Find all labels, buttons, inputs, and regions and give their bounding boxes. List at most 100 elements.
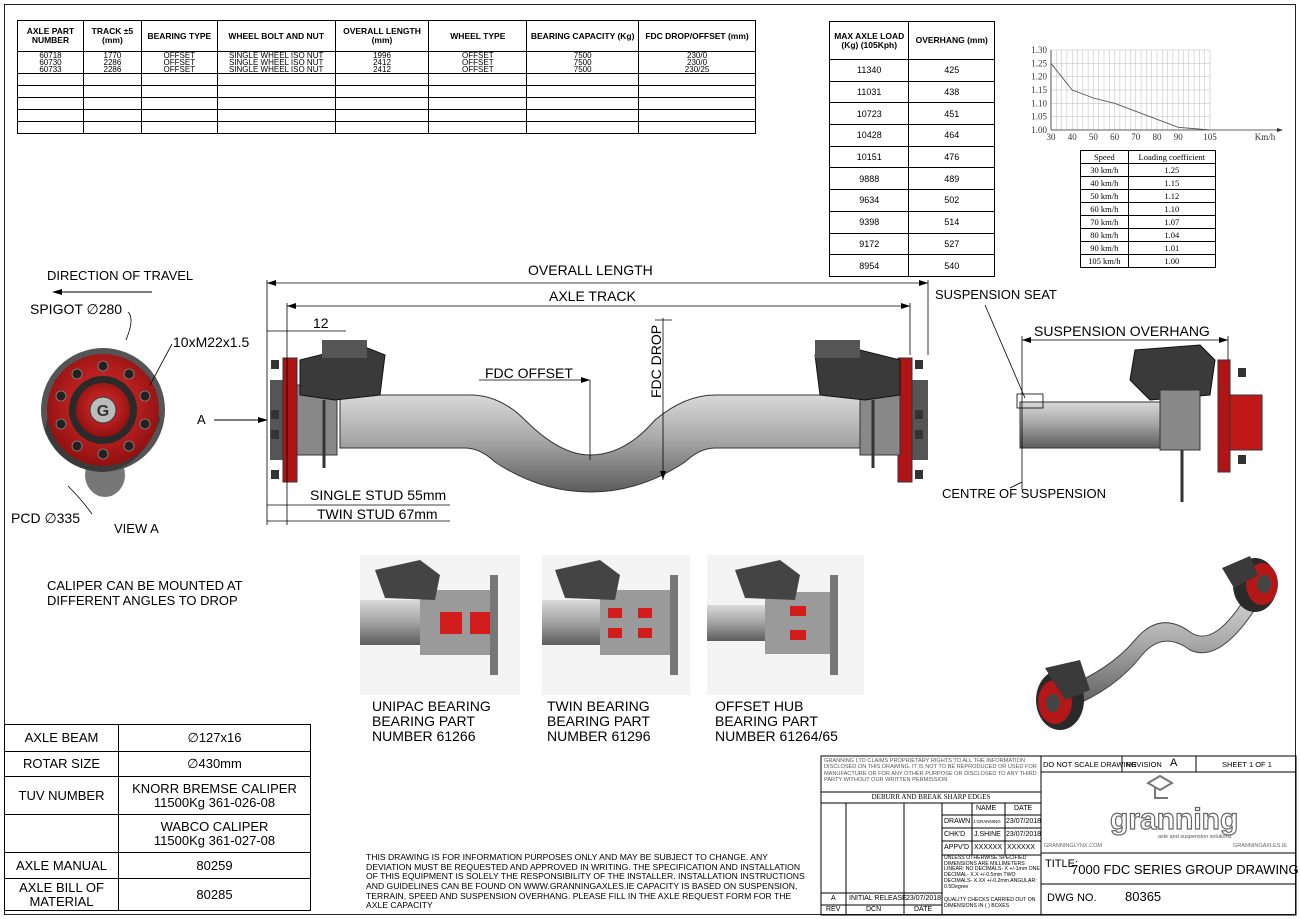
caption-line: BEARING PART xyxy=(547,713,650,729)
chart-y-tick-label: 1.20 xyxy=(1031,72,1047,82)
col-track: TRACK ±5 (mm) xyxy=(82,20,142,52)
drawn-name: J.GRANNING xyxy=(973,819,1001,824)
twin-stud-label: TWIN STUD 67mm xyxy=(317,506,438,522)
direction-of-travel-label: DIRECTION OF TRAVEL xyxy=(47,268,194,283)
spec-value: 80259 xyxy=(118,852,311,879)
col-wheel-type: WHEEL TYPE xyxy=(428,20,528,52)
table-cell: 60718 xyxy=(17,51,84,59)
table-cell: 60733 xyxy=(17,66,84,74)
spigot-label: SPIGOT ∅280 xyxy=(30,301,123,317)
table-cell: 2412 xyxy=(334,66,430,74)
drawing-title: 7000 FDC SERIES GROUP DRAWING xyxy=(1071,862,1299,877)
col-overhang: OVERHANG (mm) xyxy=(908,21,995,60)
url-left: GRANNINGLYNX.COM xyxy=(1044,843,1102,849)
col-max-axle-load: MAX AXLE LOAD (Kg) (105Kph) xyxy=(828,21,910,60)
dcn-col-label: DCN xyxy=(866,906,882,913)
table-cell: 489 xyxy=(908,167,995,191)
rev-date: 23/07/2018 xyxy=(906,895,942,902)
col-name-label: NAME xyxy=(976,805,997,812)
studs-label: 10xM22x1.5 xyxy=(173,334,250,350)
chart-x-axis-arrow xyxy=(1277,128,1283,132)
caption-line: BEARING PART xyxy=(372,713,475,729)
url-right: GRANNINGAXLES.IE xyxy=(1233,843,1288,849)
single-stud-label: SINGLE STUD 55mm xyxy=(310,487,447,503)
table-cell: 9398 xyxy=(828,210,910,234)
col-bearing-capacity: BEARING CAPACITY (Kg) xyxy=(526,20,640,52)
table-cell: 1996 xyxy=(334,51,430,59)
view-a-arrow xyxy=(214,417,268,423)
table-cell: 9888 xyxy=(828,167,910,191)
quality-note: QUALITY CHECKS CARRIED OUT ON DIMENSIONS… xyxy=(944,897,1036,909)
caption-line: NUMBER 61264/65 xyxy=(715,728,838,744)
table-row: WABCO CALIPER 11500Kg 361-027-08 xyxy=(4,814,311,853)
rev-col-label: REV xyxy=(826,906,841,913)
sheet-label: SHEET 1 OF 1 xyxy=(1222,760,1272,769)
caption-line: OFFSET HUB xyxy=(715,698,804,714)
view-a-hub: G xyxy=(41,348,165,497)
drawn-label: DRAWN xyxy=(944,818,971,825)
dimension-lines xyxy=(266,280,929,525)
chart-y-tick-label: 1.00 xyxy=(1031,125,1047,135)
spec-label: AXLE BEAM xyxy=(4,724,119,752)
table-row-empty xyxy=(17,97,756,110)
caliper-note-line2: DIFFERENT ANGLES TO DROP xyxy=(47,593,238,608)
chart-x-tick-label: 60 xyxy=(1110,132,1120,142)
parts-table-header: AXLE PART NUMBER TRACK ±5 (mm) BEARING T… xyxy=(17,20,756,52)
table-cell: OFFSET xyxy=(140,66,218,74)
chkd-label: CHK'D xyxy=(944,831,966,838)
drawing-border xyxy=(4,4,1296,915)
spec-value: 80285 xyxy=(118,878,311,911)
dimension-arrows xyxy=(267,280,928,480)
table-cell: 230/0 xyxy=(638,51,756,59)
chart-y-tick-label: 1.05 xyxy=(1031,112,1047,122)
dim-12-label: 12 xyxy=(313,315,329,331)
caption-line: TWIN BEARING xyxy=(547,698,650,714)
date-col-label: DATE xyxy=(914,906,933,913)
axle-track-label: AXLE TRACK xyxy=(549,288,636,304)
overall-length-label: OVERALL LENGTH xyxy=(528,262,653,278)
appvd-date: XXXXXX xyxy=(1007,844,1036,851)
granning-logo-icon xyxy=(1146,774,1174,799)
table-cell: 2286 xyxy=(82,59,142,67)
chart-y-tick-label: 1.10 xyxy=(1031,98,1047,108)
table-row: ROTAR SIZE∅430mm xyxy=(4,751,311,777)
col-date-label: DATE xyxy=(1014,805,1033,812)
hub-leader-lines xyxy=(67,311,173,515)
brand-tagline: axle and suspension solutions xyxy=(1158,834,1232,840)
chkd-date: 23/07/2018 xyxy=(1006,831,1042,838)
isometric-axle-render xyxy=(1036,556,1278,730)
table-cell: 2286 xyxy=(82,66,142,74)
table-cell: OFFSET xyxy=(140,51,218,59)
col-fdc-drop-offset: FDC DROP/OFFSET (mm) xyxy=(638,20,756,52)
table-row-empty xyxy=(17,85,756,98)
col-axle-part-number: AXLE PART NUMBER xyxy=(17,20,84,52)
caption-line: BEARING PART xyxy=(715,713,818,729)
pcd-label: PCD ∅335 xyxy=(11,510,81,526)
spec-value: ∅430mm xyxy=(118,751,311,777)
table-cell: 514 xyxy=(908,210,995,234)
dwg-no-label: DWG NO. xyxy=(1047,892,1097,904)
chart-y-tick-label: 1.25 xyxy=(1031,58,1047,68)
caption-line: NUMBER 61296 xyxy=(547,728,651,744)
caption-line: NUMBER 61266 xyxy=(372,728,476,744)
spec-value: WABCO CALIPER 11500Kg 361-027-08 xyxy=(118,814,311,853)
view-marker-label: A xyxy=(197,412,206,427)
rev-description: INITIAL RELEASE xyxy=(849,895,907,902)
caption-line: UNIPAC BEARING xyxy=(372,698,491,714)
chart-x-tick-label: 70 xyxy=(1131,132,1141,142)
